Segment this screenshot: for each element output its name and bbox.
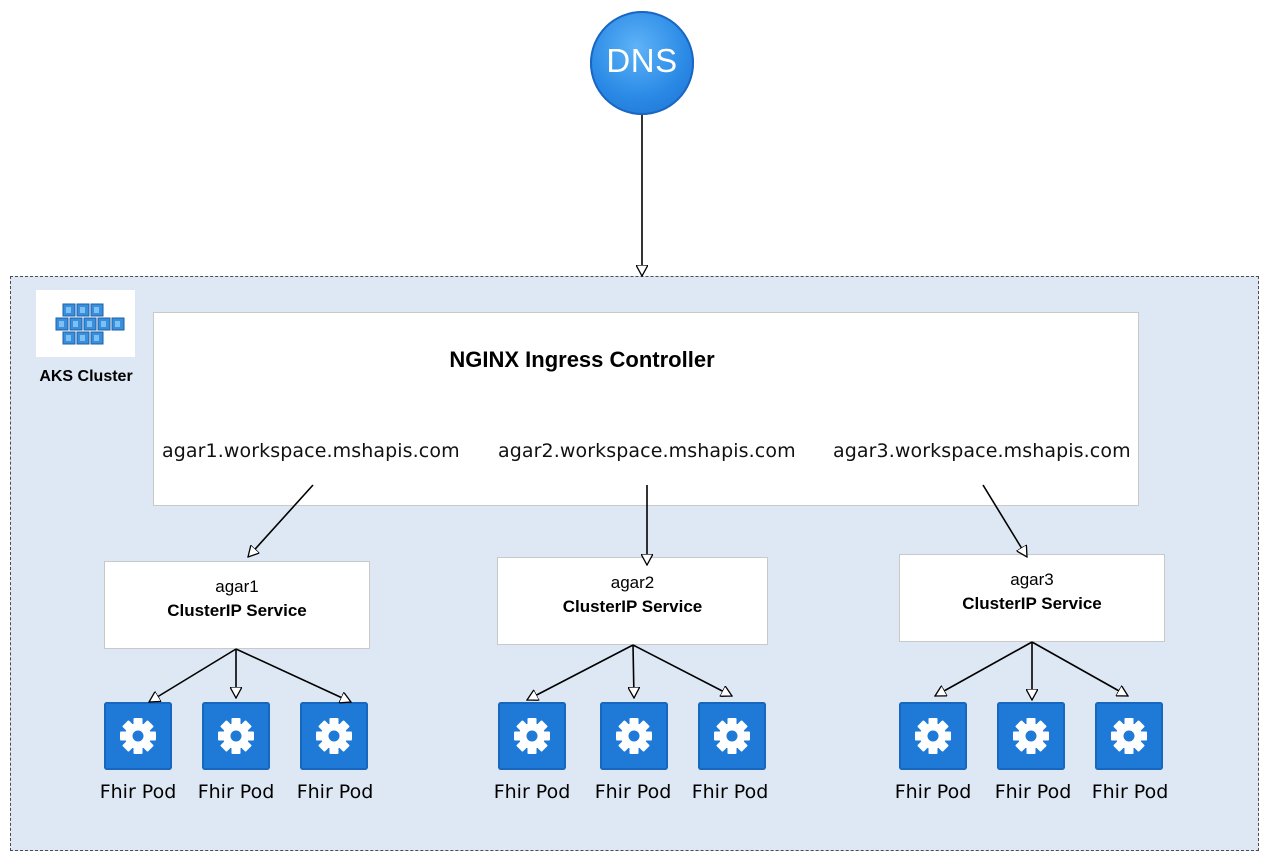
agar3-to-pod-arrow <box>935 641 1033 697</box>
pod-label: Fhir Pod <box>594 781 672 803</box>
ingress-to-agar1-arrow <box>248 484 314 557</box>
pod-label: Fhir Pod <box>493 781 571 803</box>
ingress-to-agar3-arrow <box>982 484 1027 557</box>
pod-gear-icon <box>997 702 1065 770</box>
dns-label: DNS <box>606 42 678 79</box>
aks-cluster-label: AKS Cluster <box>39 368 133 385</box>
agar2-to-pod-arrow <box>527 644 634 700</box>
pod-label: Fhir Pod <box>296 781 374 803</box>
pod-label: Fhir Pod <box>99 781 177 803</box>
pod-label: Fhir Pod <box>691 781 769 803</box>
pod-label: Fhir Pod <box>197 781 275 803</box>
service-type: ClusterIP Service <box>962 594 1102 613</box>
service-type: ClusterIP Service <box>167 601 307 620</box>
ingress-host-1: agar1.workspace.mshapis.com <box>162 440 460 462</box>
agar1-to-pod-arrow <box>149 648 237 702</box>
pod-gear-icon <box>104 702 172 770</box>
pod-gear-icon <box>202 702 270 770</box>
agar1-to-pod-arrow <box>235 648 351 702</box>
aks-cluster-icon <box>36 290 135 357</box>
pod-label: Fhir Pod <box>1091 781 1169 803</box>
pod-label: Fhir Pod <box>894 781 972 803</box>
service-box-agar1: agar1 ClusterIP Service <box>104 561 370 649</box>
pod-gear-icon <box>1095 702 1163 770</box>
pod-gear-icon <box>698 702 766 770</box>
ingress-host-3: agar3.workspace.mshapis.com <box>833 440 1131 462</box>
pod-gear-icon <box>498 702 566 770</box>
ingress-controller-box <box>153 312 1139 506</box>
agar2-to-pod-arrow <box>633 644 634 698</box>
agar3-to-pod-arrow <box>1031 641 1128 697</box>
pod-gear-icon <box>899 702 967 770</box>
pod-gear-icon <box>600 702 668 770</box>
pod-label: Fhir Pod <box>994 781 1072 803</box>
pod-gear-icon <box>300 702 368 770</box>
service-name: agar2 <box>610 573 655 592</box>
service-type: ClusterIP Service <box>562 597 703 616</box>
ingress-host-2: agar2.workspace.mshapis.com <box>498 440 796 462</box>
ingress-controller-title: NGINX Ingress Controller <box>449 347 715 372</box>
agar2-to-pod-arrow <box>632 644 732 696</box>
dns-globe-icon <box>590 11 694 115</box>
service-name: agar3 <box>1010 570 1054 589</box>
service-box-agar2: agar2 ClusterIP Service <box>497 557 768 645</box>
service-name: agar1 <box>215 577 259 596</box>
service-box-agar3: agar3 ClusterIP Service <box>899 554 1165 642</box>
